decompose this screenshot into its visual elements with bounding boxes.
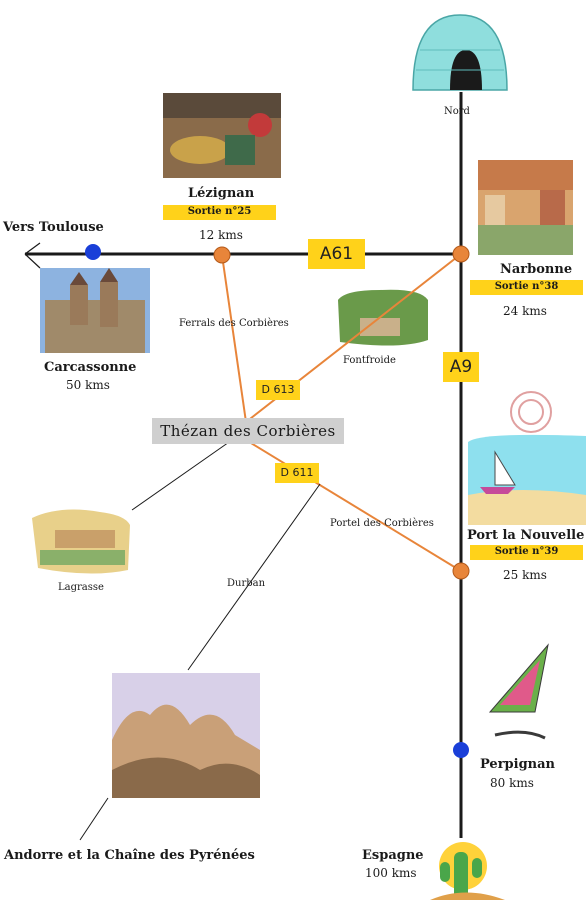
- pyrenees-cliffs-photo: [112, 673, 260, 798]
- port-la-nouvelle-distance: 25 kms: [503, 568, 547, 582]
- port-la-nouvelle-exit: Sortie n°39: [470, 545, 583, 560]
- lezignan-market-photo: [163, 93, 281, 178]
- lezignan-distance: 12 kms: [199, 228, 243, 242]
- carcassonne-name: Carcassonne: [44, 360, 137, 375]
- carcassonne-distance: 50 kms: [66, 378, 110, 392]
- igloo-icon: [412, 14, 508, 91]
- thezan-center-label: Thézan des Corbières: [152, 418, 344, 444]
- perpignan-distance: 80 kms: [490, 776, 534, 790]
- perpignan-dot: [453, 742, 469, 758]
- port-la-nouvelle-junction: [452, 562, 470, 580]
- fontfroide-abbey-photo: [338, 289, 428, 346]
- andorre-label: Andorre et la Chaîne des Pyrénées: [4, 848, 255, 863]
- durban-label: Durban: [227, 578, 266, 589]
- a9-road-label: A9: [443, 352, 479, 382]
- d611-road-label: D 611: [275, 463, 319, 483]
- nord-label: Nord: [444, 106, 470, 117]
- windsurfer-illustration: [488, 643, 549, 740]
- carcassonne-castle-photo: [40, 268, 150, 353]
- narbonne-name: Narbonne: [500, 262, 573, 277]
- espagne-distance: 100 kms: [365, 866, 417, 880]
- vers-toulouse-label: Vers Toulouse: [3, 220, 104, 235]
- cactus-sun-illustration: [430, 842, 505, 900]
- d613-road-label: D 613: [256, 380, 300, 400]
- narbonne-junction: [452, 245, 470, 263]
- narbonne-exit: Sortie n°38: [470, 280, 583, 295]
- a61-road-label: A61: [308, 239, 365, 269]
- perpignan-name: Perpignan: [480, 757, 555, 772]
- fontfroide-label: Fontfroide: [343, 355, 396, 366]
- espagne-name: Espagne: [362, 848, 424, 863]
- lagrasse-village-photo: [32, 509, 130, 574]
- port-la-nouvelle-name: Port la Nouvelle: [467, 528, 585, 543]
- narbonne-canal-photo: [478, 160, 573, 255]
- ferrals-label: Ferrals des Corbières: [179, 318, 289, 329]
- beach-sailboat-illustration: [468, 391, 586, 525]
- lezignan-exit: Sortie n°25: [163, 205, 276, 220]
- lezignan-junction: [213, 246, 231, 264]
- portel-label: Portel des Corbières: [330, 518, 434, 529]
- lezignan-name: Lézignan: [188, 186, 255, 201]
- lagrasse-label: Lagrasse: [58, 582, 104, 593]
- narbonne-distance: 24 kms: [503, 304, 547, 318]
- carcassonne-dot: [85, 244, 101, 260]
